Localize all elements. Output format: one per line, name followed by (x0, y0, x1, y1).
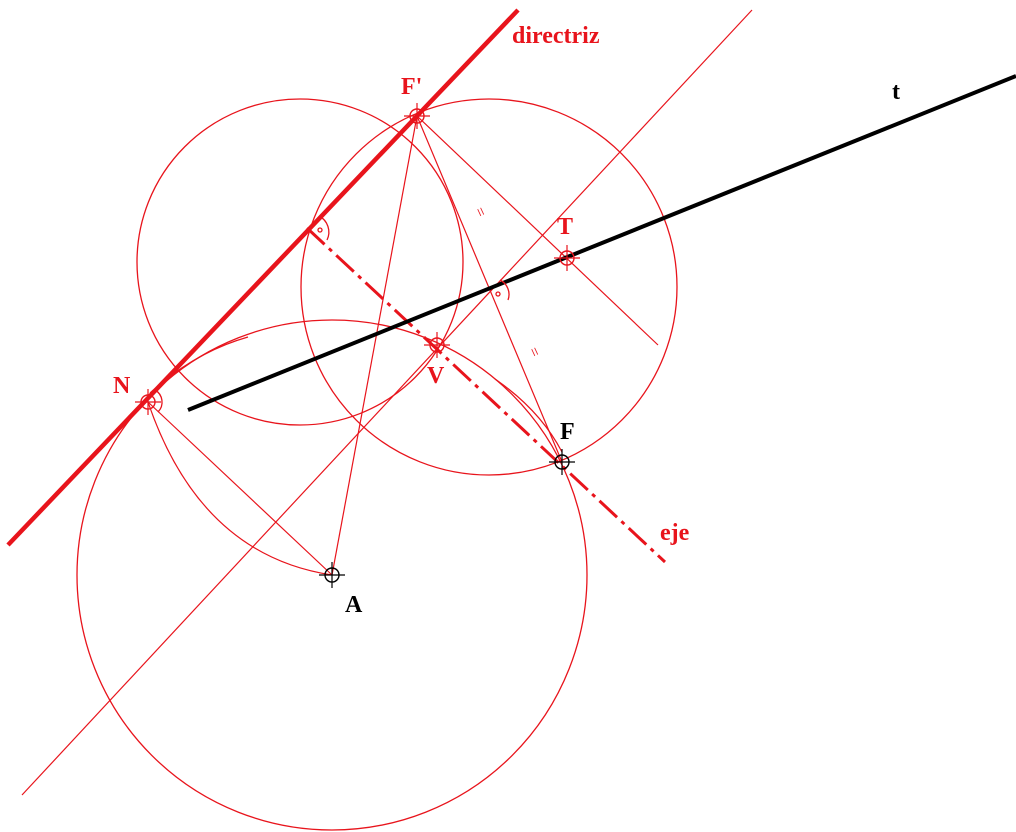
line-fp-perp (416, 115, 659, 346)
label-f-prime: F' (401, 74, 422, 100)
right-angle-mark-n (154, 389, 163, 413)
point-v-marker (423, 331, 451, 359)
right-angle-mark-directrix (318, 215, 330, 241)
circle-center-a (76, 319, 588, 831)
label-directriz: directriz (512, 23, 600, 49)
line-fp-a (331, 115, 418, 576)
label-eje: eje (660, 520, 690, 546)
equal-mark-lower: = (524, 345, 543, 360)
line-tangent-fp-t-parallel (21, 9, 753, 796)
arc-small-near-f (494, 378, 563, 453)
label-t: t (892, 79, 900, 105)
directrix-line (6, 8, 520, 547)
circle-through-ffp-n (136, 98, 464, 426)
label-T: T (557, 214, 573, 240)
label-F: F (560, 419, 575, 445)
label-A: A (345, 592, 363, 618)
label-V: V (427, 363, 445, 389)
label-N: N (113, 373, 131, 399)
right-angle-mark-tangent (499, 279, 510, 301)
point-f-marker (548, 448, 576, 476)
tangent-line-t (187, 74, 1016, 412)
equal-mark-upper: = (470, 205, 489, 220)
arc-lower-n-a (147, 401, 333, 576)
circle-diameter-fpf (300, 98, 678, 476)
axis-eje-line (305, 226, 667, 564)
line-n-a (147, 401, 333, 576)
